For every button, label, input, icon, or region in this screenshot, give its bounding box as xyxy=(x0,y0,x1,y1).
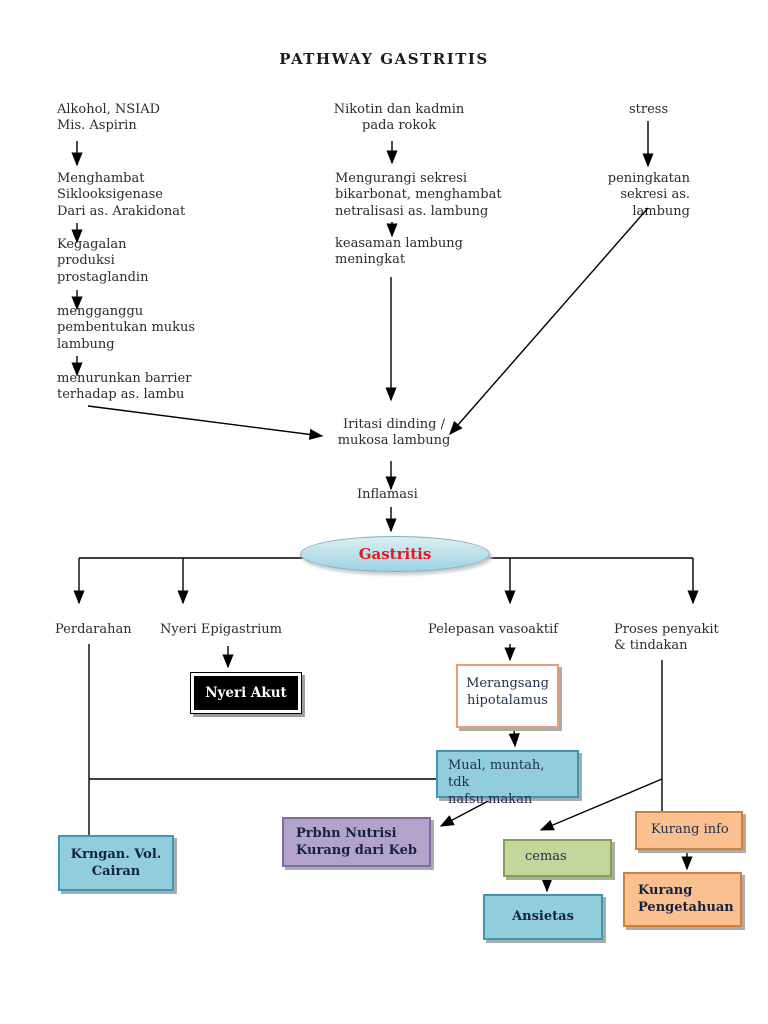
arrow-peningkatan-iritasi xyxy=(449,207,649,436)
node-perdarahan: Perdarahan xyxy=(55,622,132,637)
node-nikotin: Nikotin dan kadmin pada rokok xyxy=(333,102,465,134)
page-title: PATHWAY GASTRITIS xyxy=(279,50,489,68)
arrow-menurunkan-iritasi xyxy=(87,405,324,440)
kurang-pengetahuan-box: Kurang Pengetahuan xyxy=(623,872,742,927)
cemas-box: cemas xyxy=(503,839,612,877)
node-pelepasan-vasoaktif: Pelepasan vasoaktif xyxy=(428,622,559,637)
mual-muntah-box: Mual, muntah, tdk nafsu makan xyxy=(436,750,579,807)
node-menurunkan-barrier: menurunkan barrier terhadap as. lambu xyxy=(57,371,192,403)
arrow-merangsang-mual xyxy=(508,729,520,748)
node-menghambat-siklooksigenase: Menghambat Siklooksigenase Dari as. Arak… xyxy=(57,171,186,219)
node-alkohol: Alkohol, NSIAD Mis. Aspirin xyxy=(57,102,161,134)
nyeri-akut-label: Nyeri Akut xyxy=(194,676,298,710)
node-keasaman-meningkat: keasaman lambung meningkat xyxy=(335,236,463,268)
node-mengurangi-sekresi: Mengurangi sekresi bikarbonat, menghamba… xyxy=(335,171,502,219)
node-kegagalan-prostaglandin: Kegagalan produksi prostaglandin xyxy=(57,237,149,285)
node-peningkatan-sekresi: peningkatan sekresi as. lambung xyxy=(607,171,690,219)
node-nyeri-epigastrium: Nyeri Epigastrium xyxy=(160,622,282,637)
node-mengganggu-mukus: mengganggu pembentukan mukus lambung xyxy=(57,304,196,352)
node-proses-penyakit: Proses penyakit & tindakan xyxy=(614,622,719,654)
krngan-vol-cairan-box: Krngan. Vol. Cairan xyxy=(58,835,174,891)
merangsang-hipotalamus-box: Merangsang hipotalamus xyxy=(456,664,559,728)
kurang-info-box: Kurang info xyxy=(635,811,743,850)
node-iritasi-mukosa: Iritasi dinding / mukosa lambung xyxy=(337,417,451,449)
prbhn-nutrisi-box: Prbhn Nutrisi Kurang dari Keb xyxy=(282,817,431,867)
node-stress: stress xyxy=(629,102,669,117)
nyeri-akut-box: Nyeri Akut xyxy=(190,672,302,714)
gastritis-ellipse: Gastritis xyxy=(300,536,490,572)
gastritis-label: Gastritis xyxy=(358,545,432,563)
ansietas-box: Ansietas xyxy=(483,894,603,940)
node-inflamasi: Inflamasi xyxy=(357,487,418,502)
